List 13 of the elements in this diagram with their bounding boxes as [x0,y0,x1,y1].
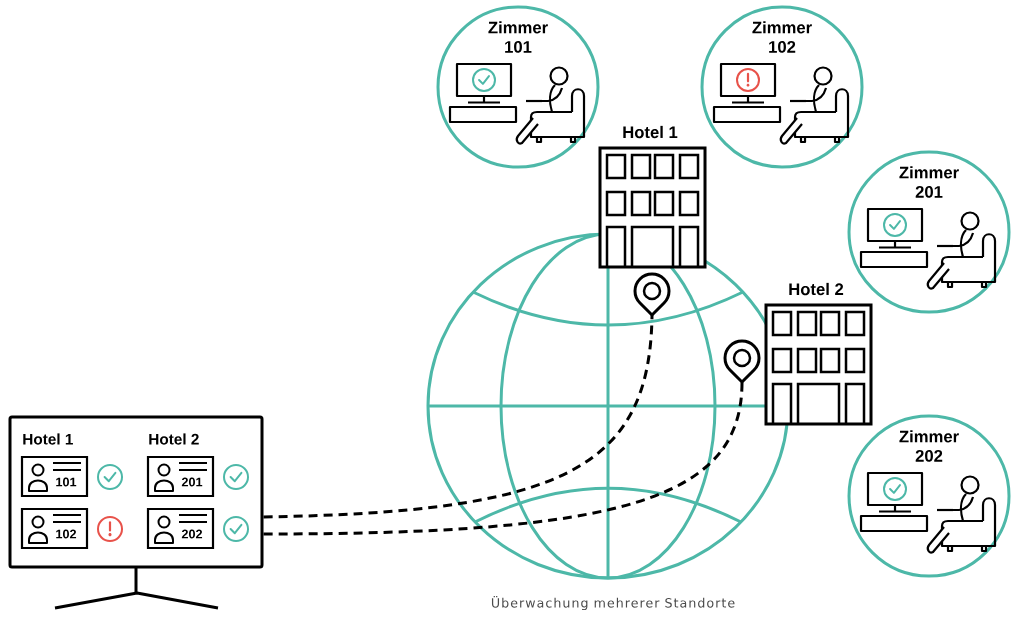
room-card: 101 [20,455,89,498]
location-pin [723,339,761,384]
column-heading: Hotel 1 [23,433,73,445]
dashed-connector [263,315,654,519]
room-card: 202 [146,507,215,550]
room-card: 102 [20,507,89,550]
node-label: Hotel 1 [623,125,678,139]
location-pin [633,272,671,317]
caption: Überwachung mehrerer Standorte [491,595,735,611]
room-card: 201 [146,455,215,498]
node-label: Hotel 2 [789,282,844,296]
dashed-connector [263,382,744,536]
column-heading: Hotel 2 [149,433,199,445]
